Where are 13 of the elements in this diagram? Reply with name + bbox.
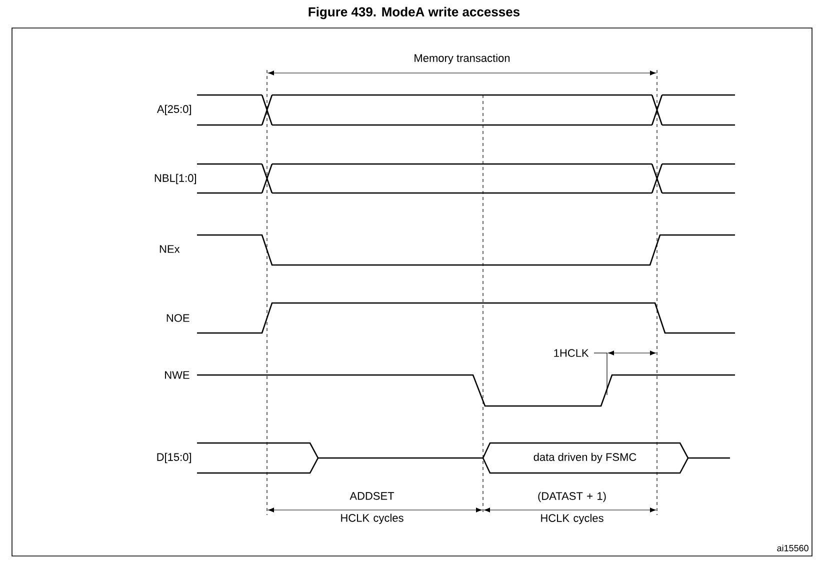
- figure-title: Figure 439. ModeA write accesses: [308, 6, 520, 20]
- dimension-label: 1HCLK: [554, 349, 589, 357]
- data-bus-hexagon: data driven by FSMC: [482, 442, 689, 474]
- signal-name: NOE: [166, 314, 190, 322]
- dimension-label: (DATAST + 1) HCLK cycles: [538, 492, 606, 524]
- dimension-label: ADDSET HCLK cycles: [341, 492, 404, 524]
- signal-name: D[15:0]: [157, 452, 192, 464]
- signal-name: NBL[1:0]: [154, 174, 196, 184]
- dimension-label: Memory transaction: [414, 54, 510, 64]
- signal-name: NEx: [160, 245, 180, 253]
- signal-name: NWE: [165, 371, 190, 379]
- figure-id: ai15560: [777, 544, 808, 552]
- signal-name: A[25:0]: [156, 104, 192, 116]
